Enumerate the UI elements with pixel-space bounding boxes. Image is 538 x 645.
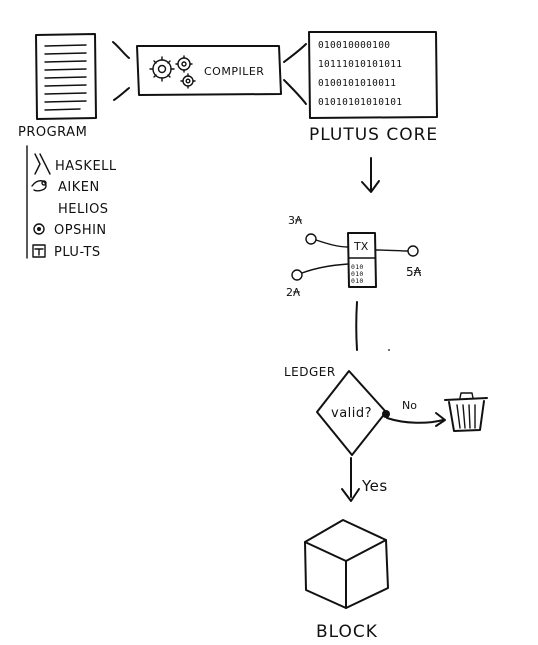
language-name: HELIOS <box>58 202 109 217</box>
program-document-icon <box>35 33 97 120</box>
plutus-core-label: PLUTUS CORE <box>309 125 438 145</box>
gear-icon <box>149 56 175 82</box>
tx-output-amount: 5₳ <box>406 265 422 279</box>
decision-diamond <box>316 370 387 456</box>
program-to-compiler-line <box>113 87 130 101</box>
program-to-compiler-line <box>112 41 130 59</box>
tx-bits: 010 <box>351 263 364 271</box>
language-name: HASKELL <box>55 159 117 174</box>
plu-ts-icon <box>32 244 46 258</box>
tx-input-amount: 3₳ <box>288 214 302 227</box>
decision-label: valid? <box>331 406 372 421</box>
language-name: AIKEN <box>58 180 100 195</box>
language-name: OPSHIN <box>54 223 107 238</box>
tx-box <box>347 232 377 288</box>
haskell-icon <box>34 153 51 175</box>
bit-row: 10111010101011 <box>318 59 402 70</box>
tx-input-node <box>305 233 317 245</box>
aiken-icon <box>31 180 47 192</box>
program-label: PROGRAM <box>18 125 87 140</box>
tx-input-line <box>315 239 349 248</box>
arrow-head <box>361 180 380 193</box>
plutus-core-box <box>308 31 438 119</box>
tx-label: TX <box>353 240 369 253</box>
arrow-head <box>435 412 446 427</box>
no-label: No <box>402 399 417 412</box>
tx-input-node <box>291 269 303 281</box>
block-cube-icon <box>304 519 389 609</box>
compiler-label: COMPILER <box>204 65 264 78</box>
bit-row: 01010101010101 <box>318 97 402 108</box>
trash-bin-icon <box>444 392 488 432</box>
arrow-head <box>341 488 360 502</box>
opshin-icon <box>33 223 45 235</box>
no-arrow <box>386 417 444 424</box>
block-label: BLOCK <box>316 622 378 642</box>
tx-bits: 010 <box>351 277 364 285</box>
compiler-to-plutus-line <box>283 79 307 105</box>
tx-output-node <box>407 245 419 257</box>
bit-row: 0100101010011 <box>318 78 396 89</box>
decision-point <box>382 410 390 418</box>
gear-icon <box>175 55 193 73</box>
tx-output-line <box>375 249 409 252</box>
compiler-to-plutus-line <box>283 43 307 63</box>
language-name: PLU-TS <box>54 245 101 260</box>
compiler-box <box>136 45 282 96</box>
yes-label: Yes <box>361 477 388 495</box>
tx-input-amount: 2₳ <box>286 286 300 299</box>
gear-icon <box>180 73 196 89</box>
ledger-label: LEDGER <box>284 365 336 379</box>
tx-input-line <box>301 263 349 274</box>
bit-row: 010010000100 <box>318 40 390 51</box>
tx-to-ledger-line <box>355 301 358 351</box>
tx-bits: 010 <box>351 270 364 278</box>
stray-dot <box>388 349 390 351</box>
